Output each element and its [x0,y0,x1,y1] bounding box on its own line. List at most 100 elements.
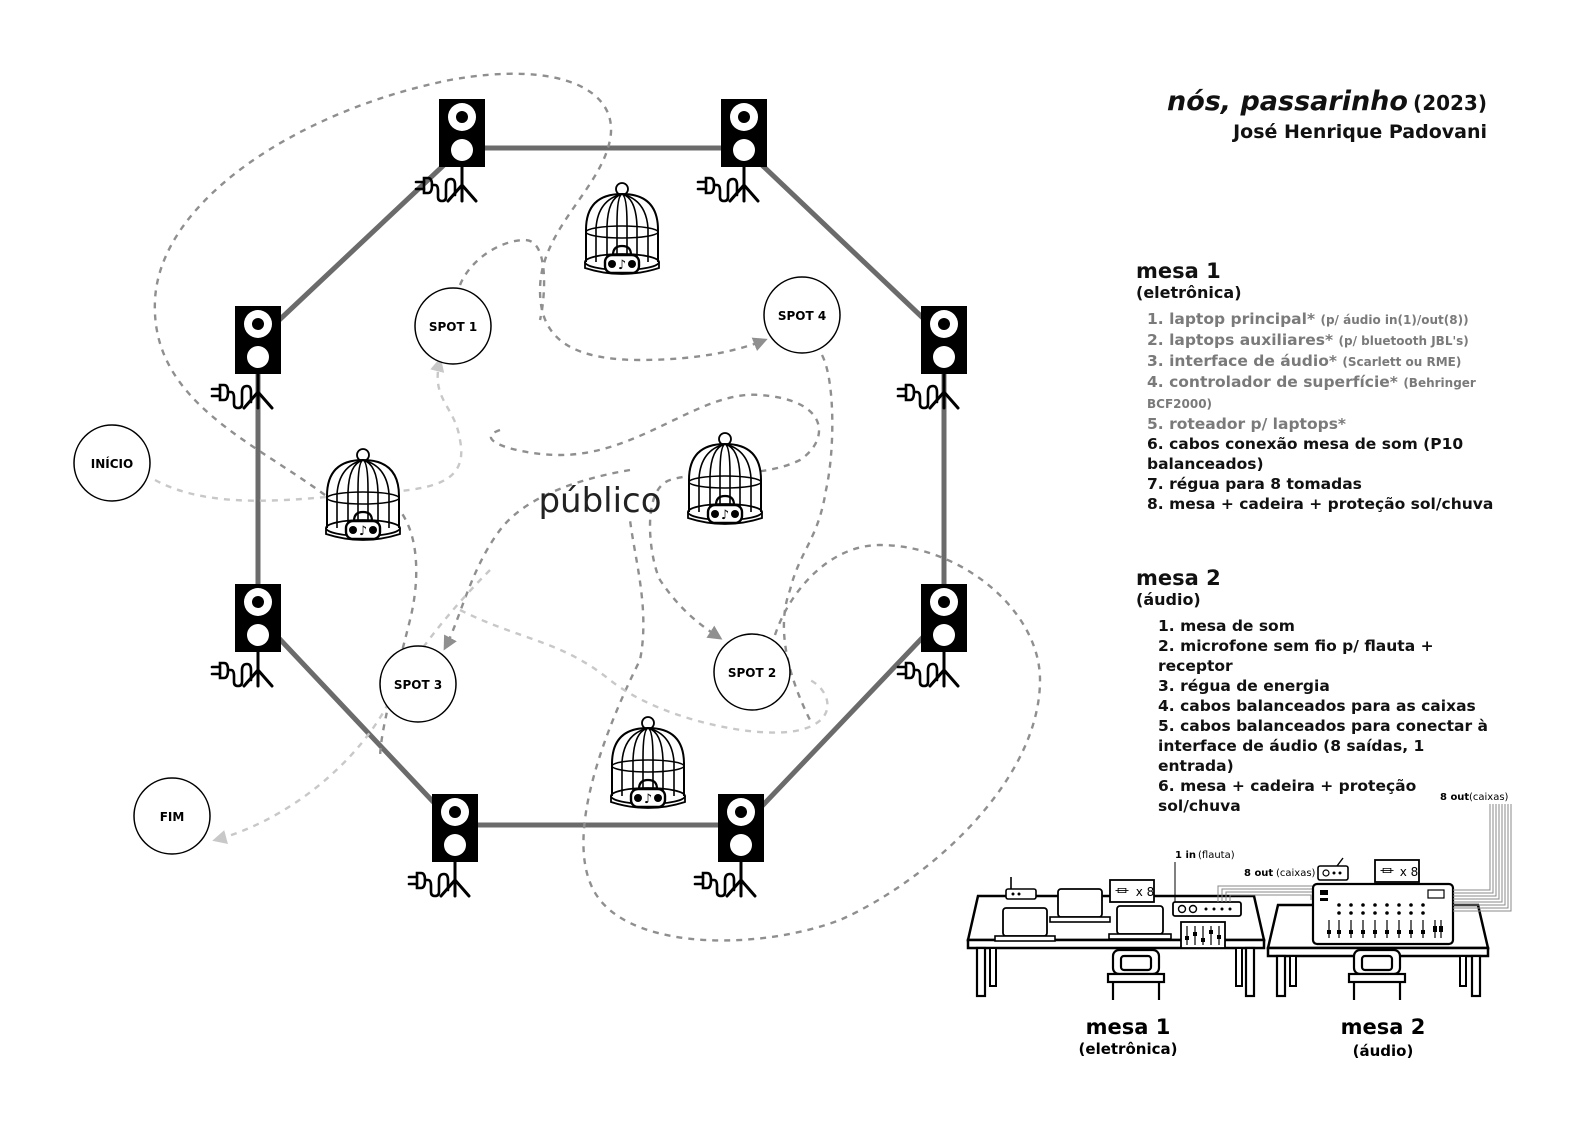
svg-text:⏛: ⏛ [1115,884,1129,900]
chair-icon [1106,948,1166,1000]
mesa-1-item-text: 2. laptops auxiliares* [1147,331,1334,349]
mesa-2-items: 1. mesa de som 2. microfone sem fio p/ fl… [1136,616,1496,816]
mesa-1-item-text: 4. controlador de superfície* [1147,373,1398,391]
spot-3: SPOT 3 [379,645,457,723]
mesa-1-equipment-list: mesa 1 (eletrônica) 1. laptop principal*… [1136,259,1496,514]
table-1-label: mesa 1 [1086,1015,1171,1039]
table-2-sublabel: (áudio) [1353,1042,1414,1060]
end-label: FIM [160,810,185,824]
mesa-1-subtitle: (eletrônica) [1136,283,1242,302]
mesa-1-item: 4. controlador de superfície* (Behringer… [1147,372,1496,414]
control-surface-icon [1180,921,1226,949]
mesa-1-item-text: 7. régua para 8 tomadas [1147,475,1362,493]
mesa-1-item: 3. interface de áudio* (Scarlett ou RME) [1147,351,1496,372]
mesa-1-item: 7. régua para 8 tomadas [1147,474,1496,494]
out2-note: (caixas) [1469,792,1509,803]
birdcage-right [686,431,764,526]
mesa-1-item: 8. mesa + cadeira + proteção sol/chuva [1147,494,1496,514]
mesa-2-equipment-list: mesa 2 (áudio) 1. mesa de som 2. microfon… [1136,566,1496,816]
birdcage-top [583,181,661,276]
in-label: 1 in [1175,850,1196,861]
mesa-1-item-text: 3. interface de áudio* [1147,352,1337,370]
table-2-label: mesa 2 [1341,1015,1426,1039]
speaker-bottom-right [693,794,764,898]
tables-illustration: ⏛ x 8 [966,792,1512,1060]
mesa-1-item-text: 5. roteador p/ laptops* [1147,415,1347,433]
table-1: ⏛ x 8 [966,850,1321,1000]
mesa-1-item-text: 6. cabos conexão mesa de som (P10 balanc… [1147,435,1464,473]
path-dark-spot2-loop [582,519,1042,942]
spot-3-label: SPOT 3 [394,678,442,692]
power-strip-icon-2: ⏛ x 8 [1374,859,1420,883]
mesa-2-item: 6. mesa + cadeira + proteção sol/chuva [1158,777,1417,815]
path-light [154,357,463,502]
mesa-2-item: 5. cabos balanceados para conectar à int… [1158,717,1488,775]
chair-icon-2 [1347,948,1407,1000]
out2-label: 8 out [1440,792,1469,803]
mesa-1-item: 1. laptop principal* (p/ áudio in(1)/out… [1147,309,1496,330]
mesa-1-items: 1. laptop principal* (p/ áudio in(1)/out… [1136,309,1496,514]
svg-text:⏛: ⏛ [1380,864,1394,880]
power-strip-icon: ⏛ x 8 [1109,879,1155,903]
mesa-2-title: mesa 2 [1136,566,1221,590]
start-label: INÍCIO [91,456,133,471]
speaker-upper-right [896,306,967,410]
router-icon [1005,877,1037,900]
mesa-2-item: 2. microfone sem fio p/ flauta + recepto… [1158,637,1434,675]
birdcage-bottom [609,715,687,810]
mesa-1-item-note: (p/ áudio in(1)/out(8)) [1320,313,1469,327]
birdcage-left [324,447,402,542]
laptop-icon [994,907,1056,942]
speaker-lower-right [896,584,967,688]
spot-4-label: SPOT 4 [778,309,826,323]
title-year: (2023) [1413,91,1487,115]
mesa-1-item-text: 8. mesa + cadeira + proteção sol/chuva [1147,495,1494,513]
mesa-2-item: 3. régua de energia [1158,677,1330,695]
spot-2: SPOT 2 [713,633,791,711]
mesa-2-item: 1. mesa de som [1158,617,1295,635]
mesa-1-item: 2. laptops auxiliares* (p/ bluetooth JBL… [1147,330,1496,351]
performer-paths [153,72,1042,942]
mesa-1-item: 6. cabos conexão mesa de som (P10 balanc… [1147,434,1496,474]
table-2: ⏛ x 8 [1266,792,1512,1000]
spot-4: SPOT 4 [763,276,841,354]
mesa-2-item: 4. cabos balanceados para as caixas [1158,697,1476,715]
work-title: nós, passarinho (2023) [1167,86,1487,117]
title-block: nós, passarinho (2023) José Henrique Pad… [1167,86,1487,143]
title-text: nós, passarinho [1166,86,1408,117]
out-label: 8 out [1244,868,1273,879]
mixer-icon [1311,882,1455,946]
start-circle: INÍCIO [73,424,151,502]
out-note: (caixas) [1276,868,1316,879]
mesa-1-item-note: (p/ bluetooth JBL's) [1338,334,1469,348]
speaker-top-left [414,99,485,203]
path-dark-spot1 [458,238,546,321]
mesa-1-item-text: 1. laptop principal* [1147,310,1316,328]
laptop-icon-2 [1049,888,1111,923]
speaker-bottom-left [407,794,478,898]
spot-2-label: SPOT 2 [728,666,776,680]
table-1-sublabel: (eletrônica) [1079,1040,1178,1058]
author-name: José Henrique Padovani [1233,121,1487,143]
audio-interface-icon [1172,901,1242,917]
main-laptop-icon [1108,905,1172,940]
mesa-1-title: mesa 1 [1136,259,1221,283]
mesa-1-item: 5. roteador p/ laptops* [1147,414,1496,434]
mesa-2-subtitle: (áudio) [1136,590,1201,609]
audience-label: público [538,481,661,521]
path-dark-spot3 [443,468,631,651]
spot-1-label: SPOT 1 [429,320,477,334]
speaker-upper-left [210,306,281,410]
path-dark-spot4-down [782,354,834,721]
end-circle: FIM [133,777,211,855]
mesa-1-item-note: (Scarlett ou RME) [1342,355,1462,369]
power-strip-count-2: x 8 [1400,865,1419,879]
spot-1: SPOT 1 [414,287,492,365]
mesa-1-item-note: (Behringer BCF2000) [1147,376,1476,411]
power-strip-count: x 8 [1136,885,1155,899]
path-dark-low [378,504,418,761]
wireless-receiver-icon [1317,857,1349,881]
in-note: (flauta) [1198,850,1235,861]
